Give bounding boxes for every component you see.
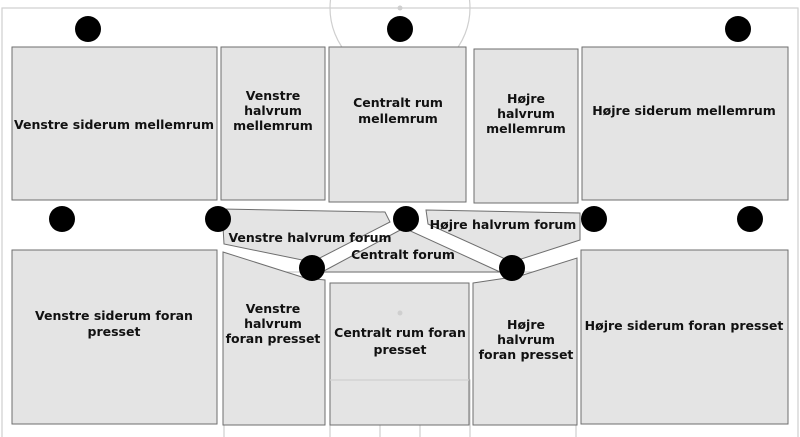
player-marker [581,206,607,232]
zone-right-wide-between [581,46,789,201]
zone-left-wide-between [11,46,218,201]
label-left-wide-between: Venstre siderum mellemrum [14,117,214,132]
zone-left-half-between [220,46,326,201]
player-markers [49,16,763,281]
zone-central-between [328,46,467,203]
player-marker [205,206,231,232]
player-marker [393,206,419,232]
zone-left-half-front [222,251,326,426]
zone-right-wide-front [580,249,789,425]
zone-right-half-forum [425,209,581,263]
label-right-wide-front: Højre siderum foran presset [585,318,784,333]
player-marker [299,255,325,281]
zone-left-half-forum [221,208,391,263]
player-marker [75,16,101,42]
label-right-wide-between: Højre siderum mellemrum [592,103,776,118]
label-central-forum: Centralt forum [351,247,455,262]
label-left-half-forum: Venstre halvrum forum [228,230,391,245]
player-marker [737,206,763,232]
player-marker [725,16,751,42]
player-marker [499,255,525,281]
zone-left-wide-front [11,249,218,425]
player-marker [49,206,75,232]
label-right-half-forum: Højre halvrum forum [430,217,577,232]
zone-right-half-between [473,48,579,204]
player-marker [387,16,413,42]
zone-central-forum [321,227,501,273]
zone-central-front [329,282,470,426]
